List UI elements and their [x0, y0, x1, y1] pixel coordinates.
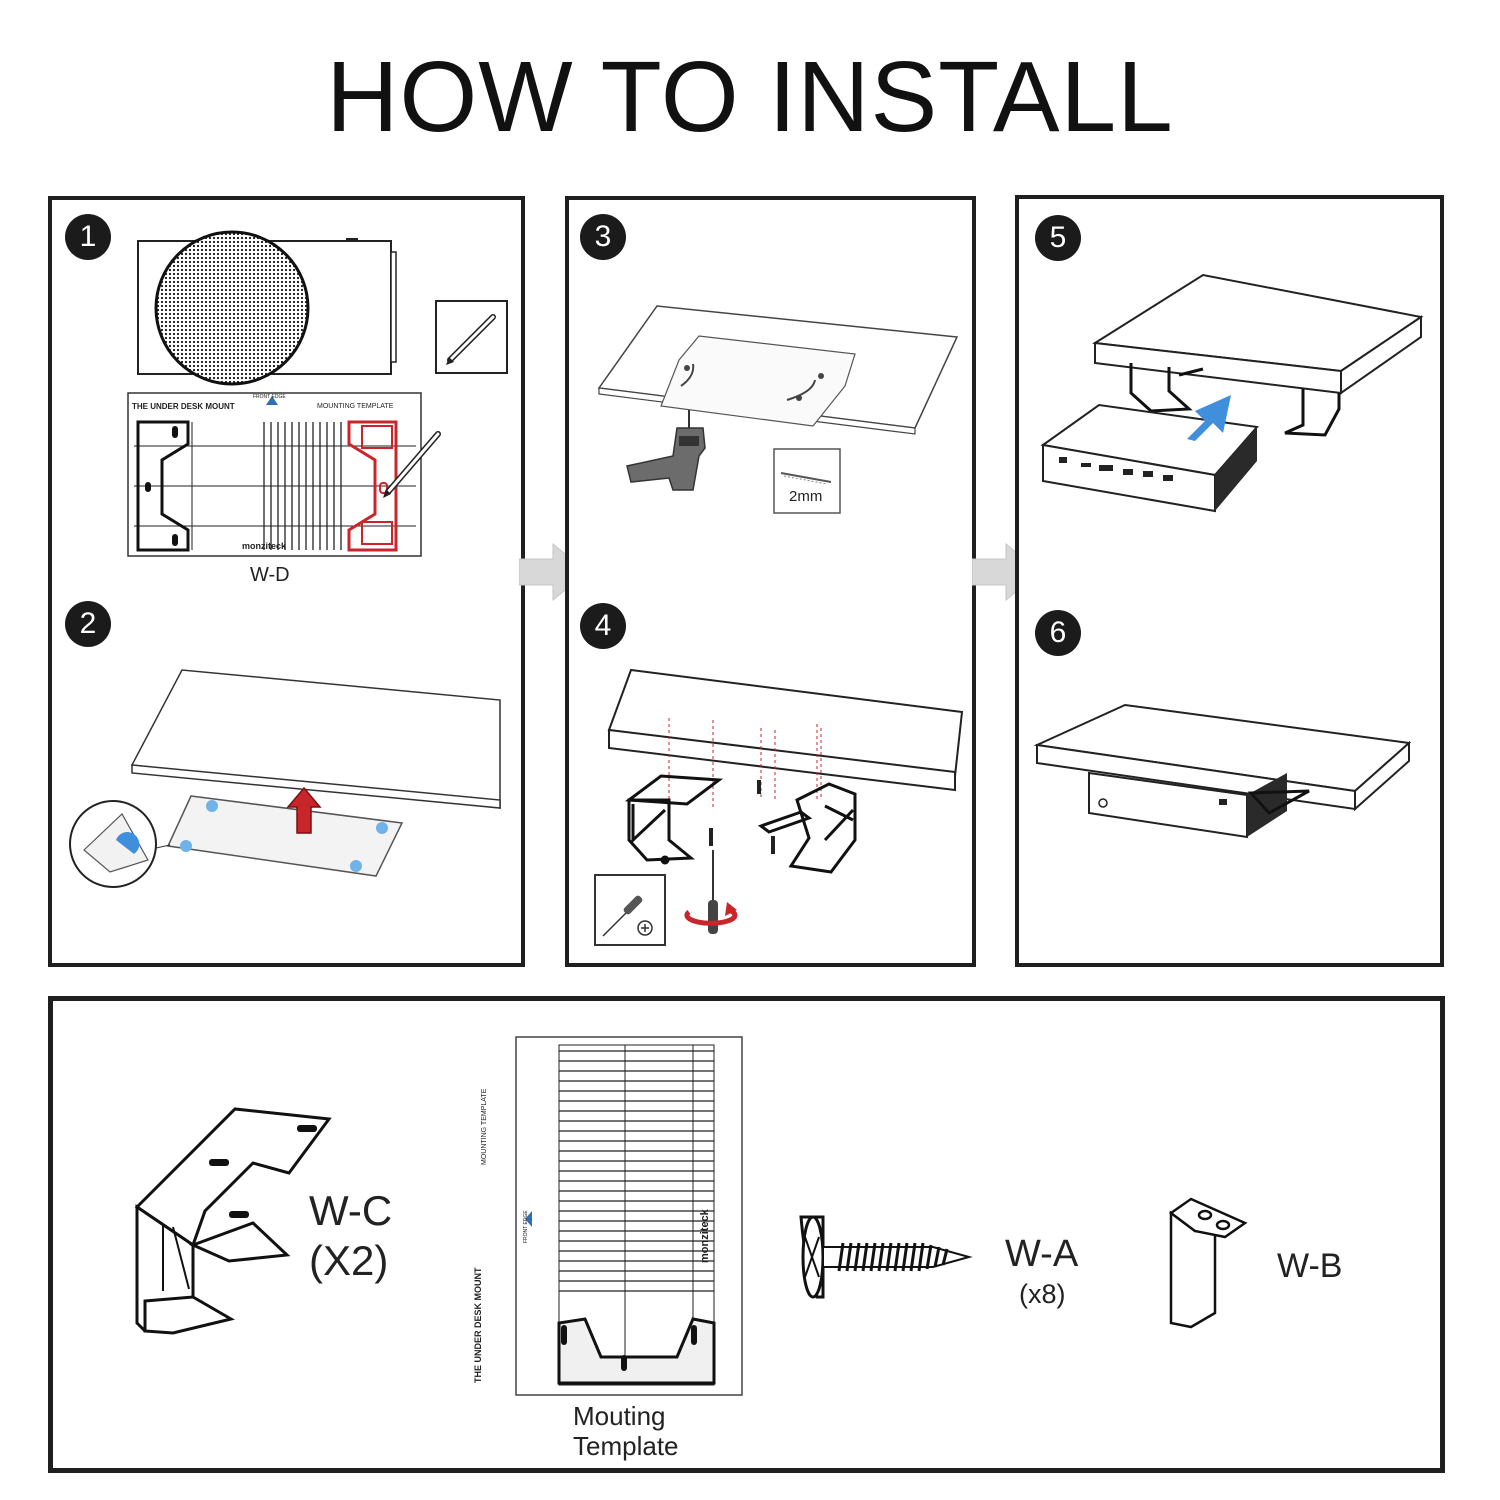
desk-board-with-template [597, 305, 959, 435]
template-caption-1: Mouting [573, 1401, 666, 1431]
part-qty-wc: (X2) [309, 1237, 389, 1284]
template-brand: monziteck [242, 541, 287, 551]
template-logo: FRONT EDGE [253, 394, 286, 400]
part-qty-wa: (x8) [1019, 1279, 1066, 1309]
rotate-icon [684, 902, 738, 926]
arrow-up-icon [286, 786, 322, 834]
pencil-icon [435, 300, 508, 374]
panel-steps-5-6: 5 6 [1015, 195, 1444, 967]
drill-bit-icon [773, 448, 841, 514]
template-header-left: THE UNDER DESK MOUNT [132, 402, 235, 411]
step-3-4-illustration [594, 305, 964, 946]
step-badge-6: 6 [1035, 610, 1081, 656]
step-badge-1: 1 [65, 214, 111, 260]
drill-icon [626, 410, 706, 491]
step-1-2-illustration [69, 230, 508, 888]
bracket-left [624, 774, 724, 865]
template-header-right: MOUNTING TEMPLATE [317, 403, 394, 410]
step-badge-2: 2 [65, 601, 111, 647]
step-5-6-illustration [1033, 273, 1424, 839]
assembled-mount-illustration [1033, 703, 1412, 839]
screwdriver-box-icon [594, 874, 666, 946]
panel-steps-1-2: 1 2 [48, 196, 525, 967]
bracket-wb-illustration [1168, 1197, 1248, 1329]
desk-board-mount [607, 668, 964, 810]
step-badge-5: 5 [1035, 215, 1081, 261]
step-badge-4: 4 [580, 603, 626, 649]
arrow-up-right-icon [1187, 395, 1231, 441]
template-vertical-logo: FRONT EDGE [523, 1210, 529, 1243]
template-vertical-header-left: THE UNDER DESK MOUNT [473, 1267, 483, 1383]
template-caption-2: Template [573, 1431, 679, 1461]
drill-size-label: 2mm [789, 488, 823, 505]
part-label-wd: W-D [250, 564, 290, 586]
console-illustration [137, 230, 397, 386]
screw-wa-illustration [799, 1215, 973, 1299]
part-label-wc: W-C [309, 1187, 393, 1234]
parts-illustration [134, 1036, 1248, 1396]
part-label-wb: W-B [1277, 1247, 1343, 1285]
desk-board-with-brackets [1092, 273, 1424, 437]
bracket-wc-holes [209, 1125, 317, 1218]
template-vertical-brand: monziteck [699, 1209, 711, 1263]
mounting-template-wd [127, 392, 441, 557]
screw-marks [709, 780, 775, 854]
panel-steps-3-4: 3 4 [565, 196, 976, 967]
mounting-template-vertical [515, 1036, 743, 1396]
desk-board-illustration [69, 669, 501, 888]
bracket-wc-illustration [134, 1107, 332, 1335]
part-label-wa: W-A [1005, 1233, 1079, 1275]
bracket-right [757, 782, 857, 874]
step-badge-3: 3 [580, 214, 626, 260]
template-vertical-header-right: MOUNTING TEMPLATE [481, 1088, 488, 1165]
panel-parts-list: W-C (X2) MOUNTING TEMPLATE THE UNDER DES… [48, 996, 1445, 1473]
page-title: HOW TO INSTALL [326, 41, 1174, 153]
